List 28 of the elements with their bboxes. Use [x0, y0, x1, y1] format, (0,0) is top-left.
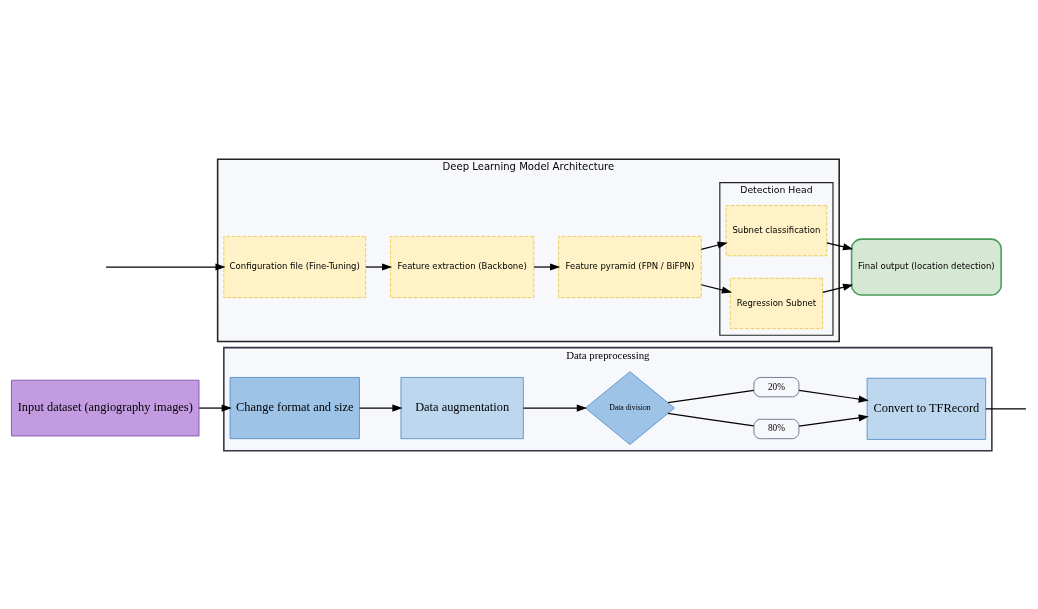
node-box: Subnet classification — [725, 204, 828, 256]
node-box: 20% — [753, 376, 800, 397]
node-box: Final output (location detection) — [850, 237, 1002, 296]
node-box: Configuration file (Fine-Tuning) — [223, 235, 367, 298]
node-box: Feature extraction (Backbone) — [390, 235, 535, 298]
node-diamond: Data division — [585, 370, 675, 445]
arrow — [700, 283, 733, 293]
node-box: Change format and size — [229, 376, 360, 439]
arrow — [365, 262, 393, 271]
arrow — [700, 241, 728, 250]
connector — [985, 407, 1027, 409]
arrow — [822, 283, 854, 293]
node-box: Regression Subnet — [729, 277, 823, 329]
arrow — [826, 241, 854, 250]
arrow — [533, 262, 561, 271]
connector — [667, 389, 755, 403]
connector — [667, 412, 755, 426]
arrow — [359, 404, 403, 412]
arrow — [798, 389, 869, 403]
node-box: Data augmentation — [400, 376, 524, 439]
arrow — [198, 404, 232, 412]
arrow — [798, 413, 869, 427]
node-box: Convert to TFRecord — [866, 377, 987, 440]
node-box: Feature pyramid (FPN / BiFPN) — [558, 235, 702, 298]
node-box: Input dataset (angiography images) — [11, 379, 200, 436]
arrow — [522, 404, 587, 412]
node-box: 80% — [753, 418, 800, 439]
arrow — [105, 262, 226, 271]
